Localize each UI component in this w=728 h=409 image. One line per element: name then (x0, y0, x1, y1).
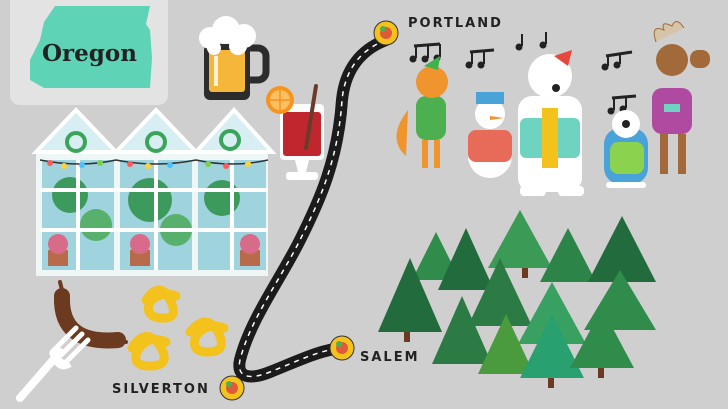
city-label-salem: SALEM (360, 350, 420, 365)
road-route-icon (233, 34, 392, 383)
state-label: Oregon (42, 40, 137, 67)
city-label-silverton: SILVERTON (112, 382, 210, 397)
city-label-portland: PORTLAND (408, 16, 503, 31)
carolers-icon (396, 21, 710, 196)
pretzel-icon (127, 285, 229, 371)
beer-mug-icon (199, 16, 270, 100)
sausage-fork-icon (16, 280, 128, 402)
mulled-wine-icon (266, 84, 324, 180)
music-notes-icon (409, 32, 637, 115)
pine-forest-icon (378, 210, 656, 388)
location-pin-icon (219, 20, 399, 401)
greenhouse-icon (31, 107, 277, 276)
oregon-map-icon (10, 0, 168, 105)
